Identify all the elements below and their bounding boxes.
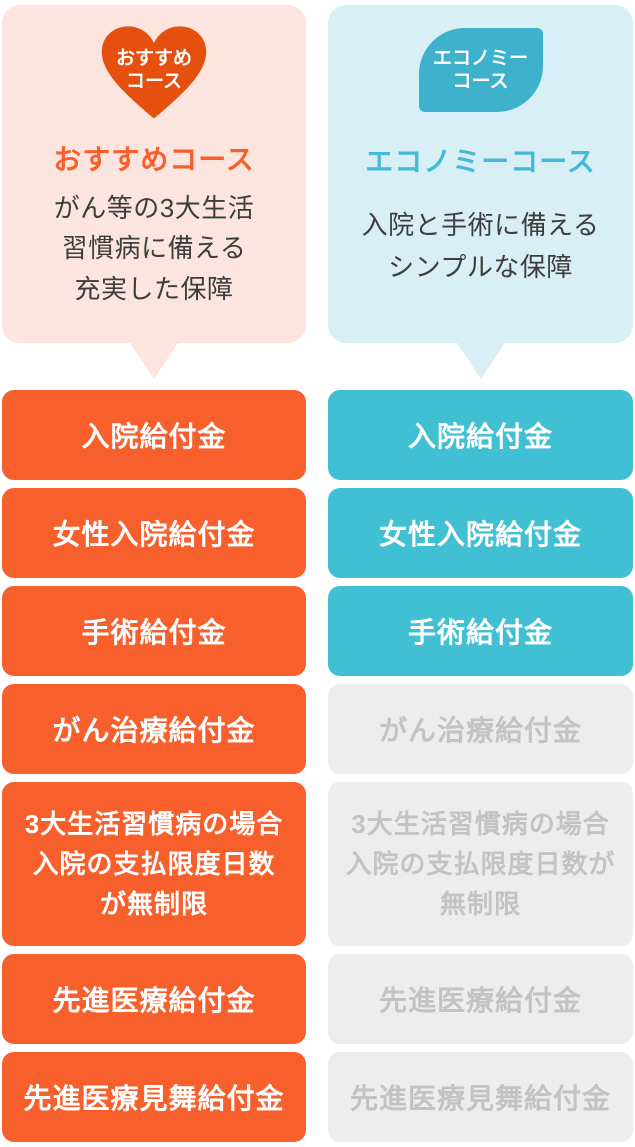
badge-label-line: コース bbox=[125, 71, 183, 93]
recommended-course-badge: おすすめ コース bbox=[96, 23, 212, 123]
badge-label-line: コース bbox=[452, 71, 509, 92]
badge-label-line: おすすめ bbox=[115, 48, 192, 69]
speech-bubble-tail bbox=[456, 343, 505, 379]
badge-label: おすすめ コース bbox=[96, 47, 212, 93]
benefit-row: 先進医療見舞給付金 bbox=[328, 1052, 633, 1142]
speech-bubble-tail bbox=[130, 343, 178, 379]
heart-icon bbox=[101, 26, 207, 119]
benefit-row: がん治療給付金 bbox=[328, 684, 633, 774]
economy-course-card: エコノミー コース エコノミーコース 入院と手術に備える シンプルな保障 bbox=[328, 5, 633, 379]
badge-label-line: エコノミー bbox=[432, 47, 528, 69]
benefit-row: 手術給付金 bbox=[328, 586, 633, 676]
benefit-list: 入院給付金 女性入院給付金 手術給付金 がん治療給付金 3大生活習慣病の場合 入… bbox=[2, 390, 306, 1142]
course-description: 入院と手術に備える シンプルな保障 bbox=[361, 210, 600, 283]
benefit-row: 先進医療給付金 bbox=[2, 954, 306, 1044]
course-description: がん等の3大生活 習慣病に備える 充実した保障 bbox=[53, 193, 255, 304]
benefit-row: 入院給付金 bbox=[328, 390, 633, 480]
benefit-row: 先進医療給付金 bbox=[328, 954, 633, 1044]
benefit-row: 手術給付金 bbox=[2, 586, 306, 676]
benefit-row: 3大生活習慣病の場合 入院の支払限度日数 が無制限 bbox=[2, 782, 306, 946]
benefit-list: 入院給付金 女性入院給付金 手術給付金 がん治療給付金 3大生活習慣病の場合 入… bbox=[328, 390, 633, 1142]
recommended-course-card: おすすめ コース おすすめコース がん等の3大生活 習慣病に備える 充実した保障 bbox=[2, 5, 306, 379]
benefit-row: 3大生活習慣病の場合 入院の支払限度日数が 無制限 bbox=[328, 782, 633, 946]
benefit-row: 入院給付金 bbox=[2, 390, 306, 480]
economy-course-badge: エコノミー コース bbox=[418, 28, 543, 112]
course-title: エコノミーコース bbox=[365, 146, 596, 177]
course-title: おすすめコース bbox=[53, 144, 255, 175]
benefit-row: がん治療給付金 bbox=[2, 684, 306, 774]
benefit-row: 先進医療見舞給付金 bbox=[2, 1052, 306, 1142]
recommended-course-column: おすすめ コース おすすめコース がん等の3大生活 習慣病に備える 充実した保障… bbox=[2, 0, 306, 1147]
economy-course-column: エコノミー コース エコノミーコース 入院と手術に備える シンプルな保障 入院給… bbox=[328, 0, 633, 1147]
benefit-row: 女性入院給付金 bbox=[328, 488, 633, 578]
benefit-row: 女性入院給付金 bbox=[2, 488, 306, 578]
